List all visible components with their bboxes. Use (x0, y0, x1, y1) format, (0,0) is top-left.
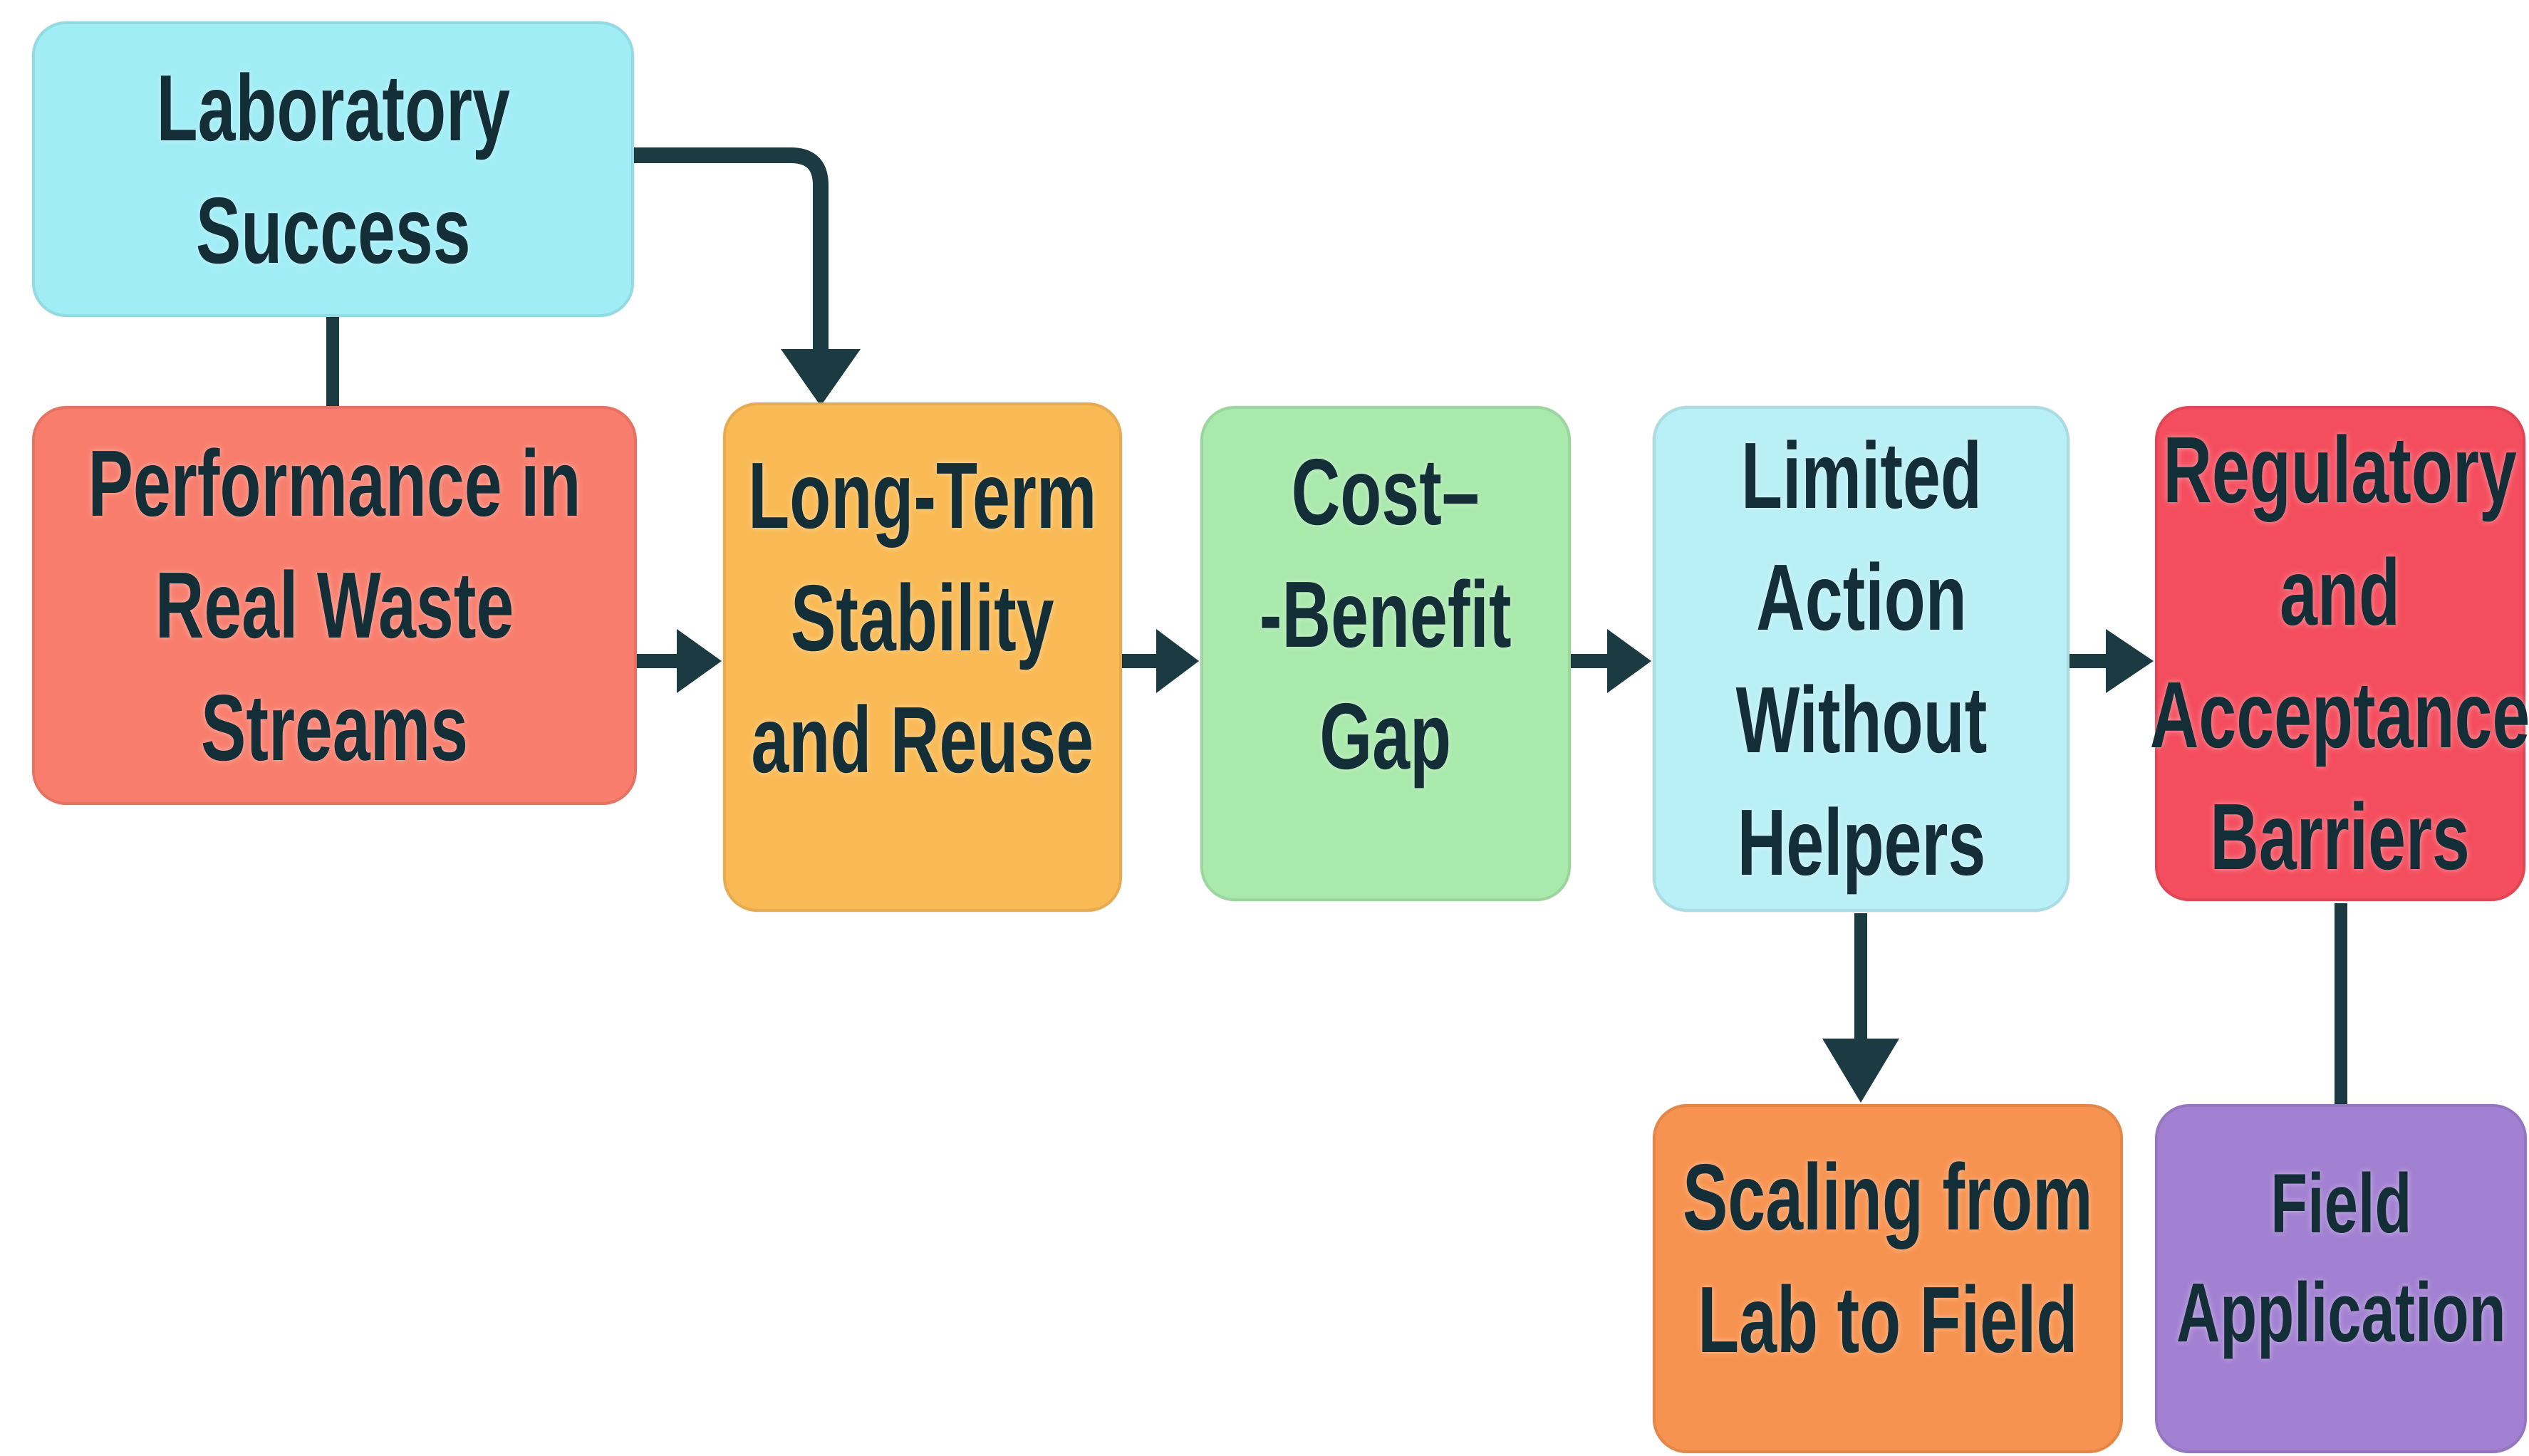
node-laboratory-success-label: Laboratory Success (156, 55, 510, 283)
node-limited-action: Limited Action Without Helpers (1653, 406, 2070, 912)
node-performance-real-waste-label: Performance in Real Waste Streams (88, 430, 581, 780)
node-scaling-lab-to-field-label: Scaling from Lab to Field (1683, 1145, 2093, 1372)
node-long-term-stability: Long-Term Stability and Reuse (723, 402, 1122, 912)
arrowhead-limited-to-regulatory (2106, 629, 2154, 693)
arrowhead-longterm-to-costbenefit (1156, 629, 1199, 693)
arrowhead-costbenefit-to-limited (1607, 629, 1651, 693)
node-regulatory-barriers: Regulatory and Acceptance Barriers (2150, 406, 2529, 901)
node-field-application-label: Field Application (2176, 1156, 2506, 1360)
arrowhead-lab-to-longterm (781, 349, 861, 406)
node-field-application: Field Application (2155, 1104, 2527, 1453)
node-laboratory-success: Laboratory Success (32, 21, 634, 317)
node-cost-benefit-gap-label: Cost– -Benefit Gap (1260, 440, 1512, 789)
arrowhead-performance-to-longterm (677, 629, 722, 693)
node-long-term-stability-label: Long-Term Stability and Reuse (748, 443, 1097, 793)
node-cost-benefit-gap: Cost– -Benefit Gap (1200, 406, 1571, 901)
node-performance-real-waste: Performance in Real Waste Streams (32, 406, 637, 805)
node-limited-action-label: Limited Action Without Helpers (1735, 422, 1987, 895)
connector-lab-to-longterm (633, 147, 829, 353)
arrowhead-limited-to-scaling (1822, 1039, 1899, 1103)
node-regulatory-barriers-label: Regulatory and Acceptance Barriers (2150, 417, 2529, 890)
node-scaling-lab-to-field: Scaling from Lab to Field (1653, 1104, 2123, 1453)
